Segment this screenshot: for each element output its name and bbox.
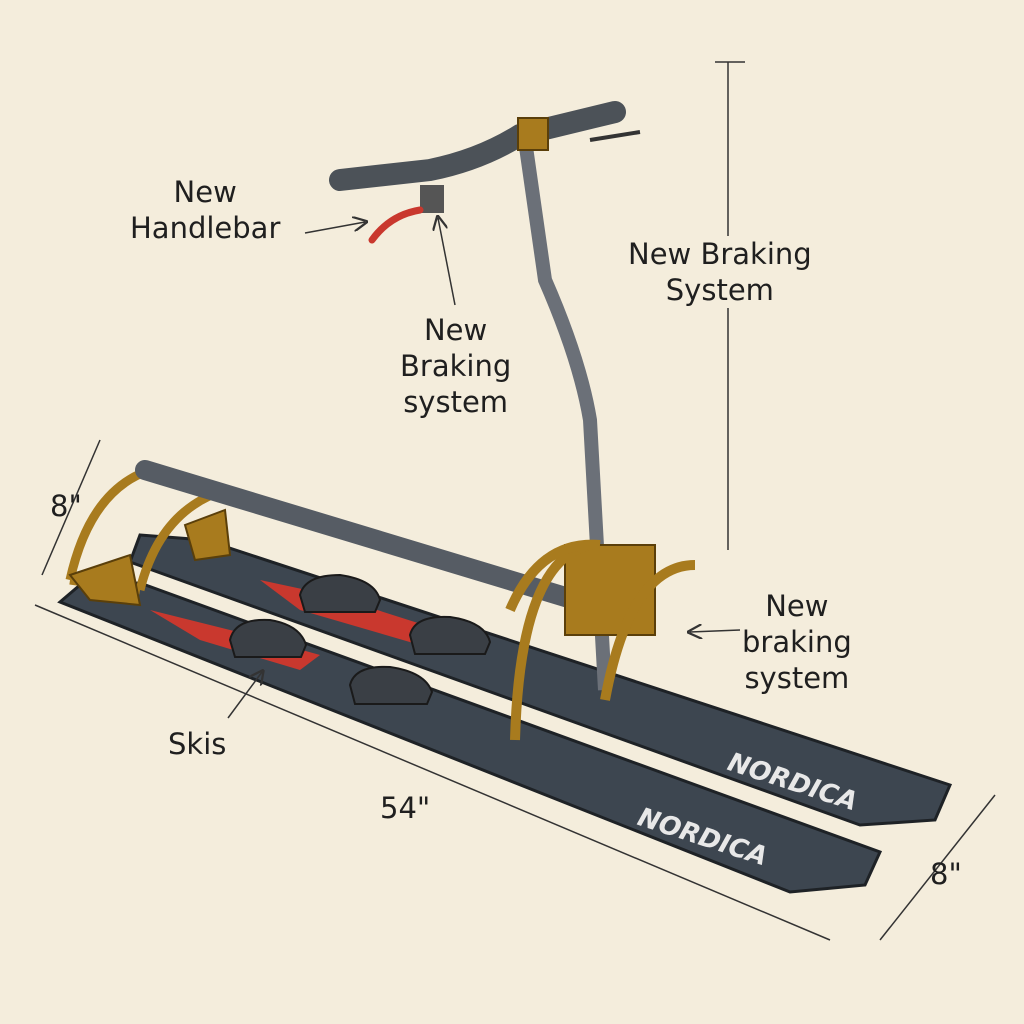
label-length-dimension: 54": [380, 791, 431, 825]
label-line: New: [765, 589, 829, 623]
label-height-dimension: 8": [50, 489, 82, 523]
label-new-braking-system-right: New braking system: [742, 588, 852, 696]
brake-lever: [368, 206, 424, 244]
label-width-dimension: 8": [930, 857, 962, 891]
annotation-arrows: [34, 61, 996, 941]
label-line: Handlebar: [130, 211, 281, 245]
right-frame: [505, 539, 696, 741]
handlebar: [329, 101, 641, 244]
label-new-braking-system-mid: New Braking system: [400, 312, 511, 420]
label-line: System: [665, 273, 774, 307]
label-line: New: [423, 313, 488, 347]
ski-bindings: [228, 573, 492, 705]
label-line: Braking: [400, 349, 512, 383]
label-line: system: [744, 661, 850, 695]
label-line: New: [173, 175, 237, 209]
steering-post: [518, 139, 612, 691]
label-skis: Skis: [168, 727, 227, 761]
label-new-handlebar: New Handlebar: [130, 174, 280, 246]
label-line: braking: [742, 625, 852, 659]
label-new-braking-system-top: New Braking System: [628, 236, 812, 308]
label-line: system: [403, 385, 509, 419]
label-line: New Braking: [628, 237, 812, 271]
